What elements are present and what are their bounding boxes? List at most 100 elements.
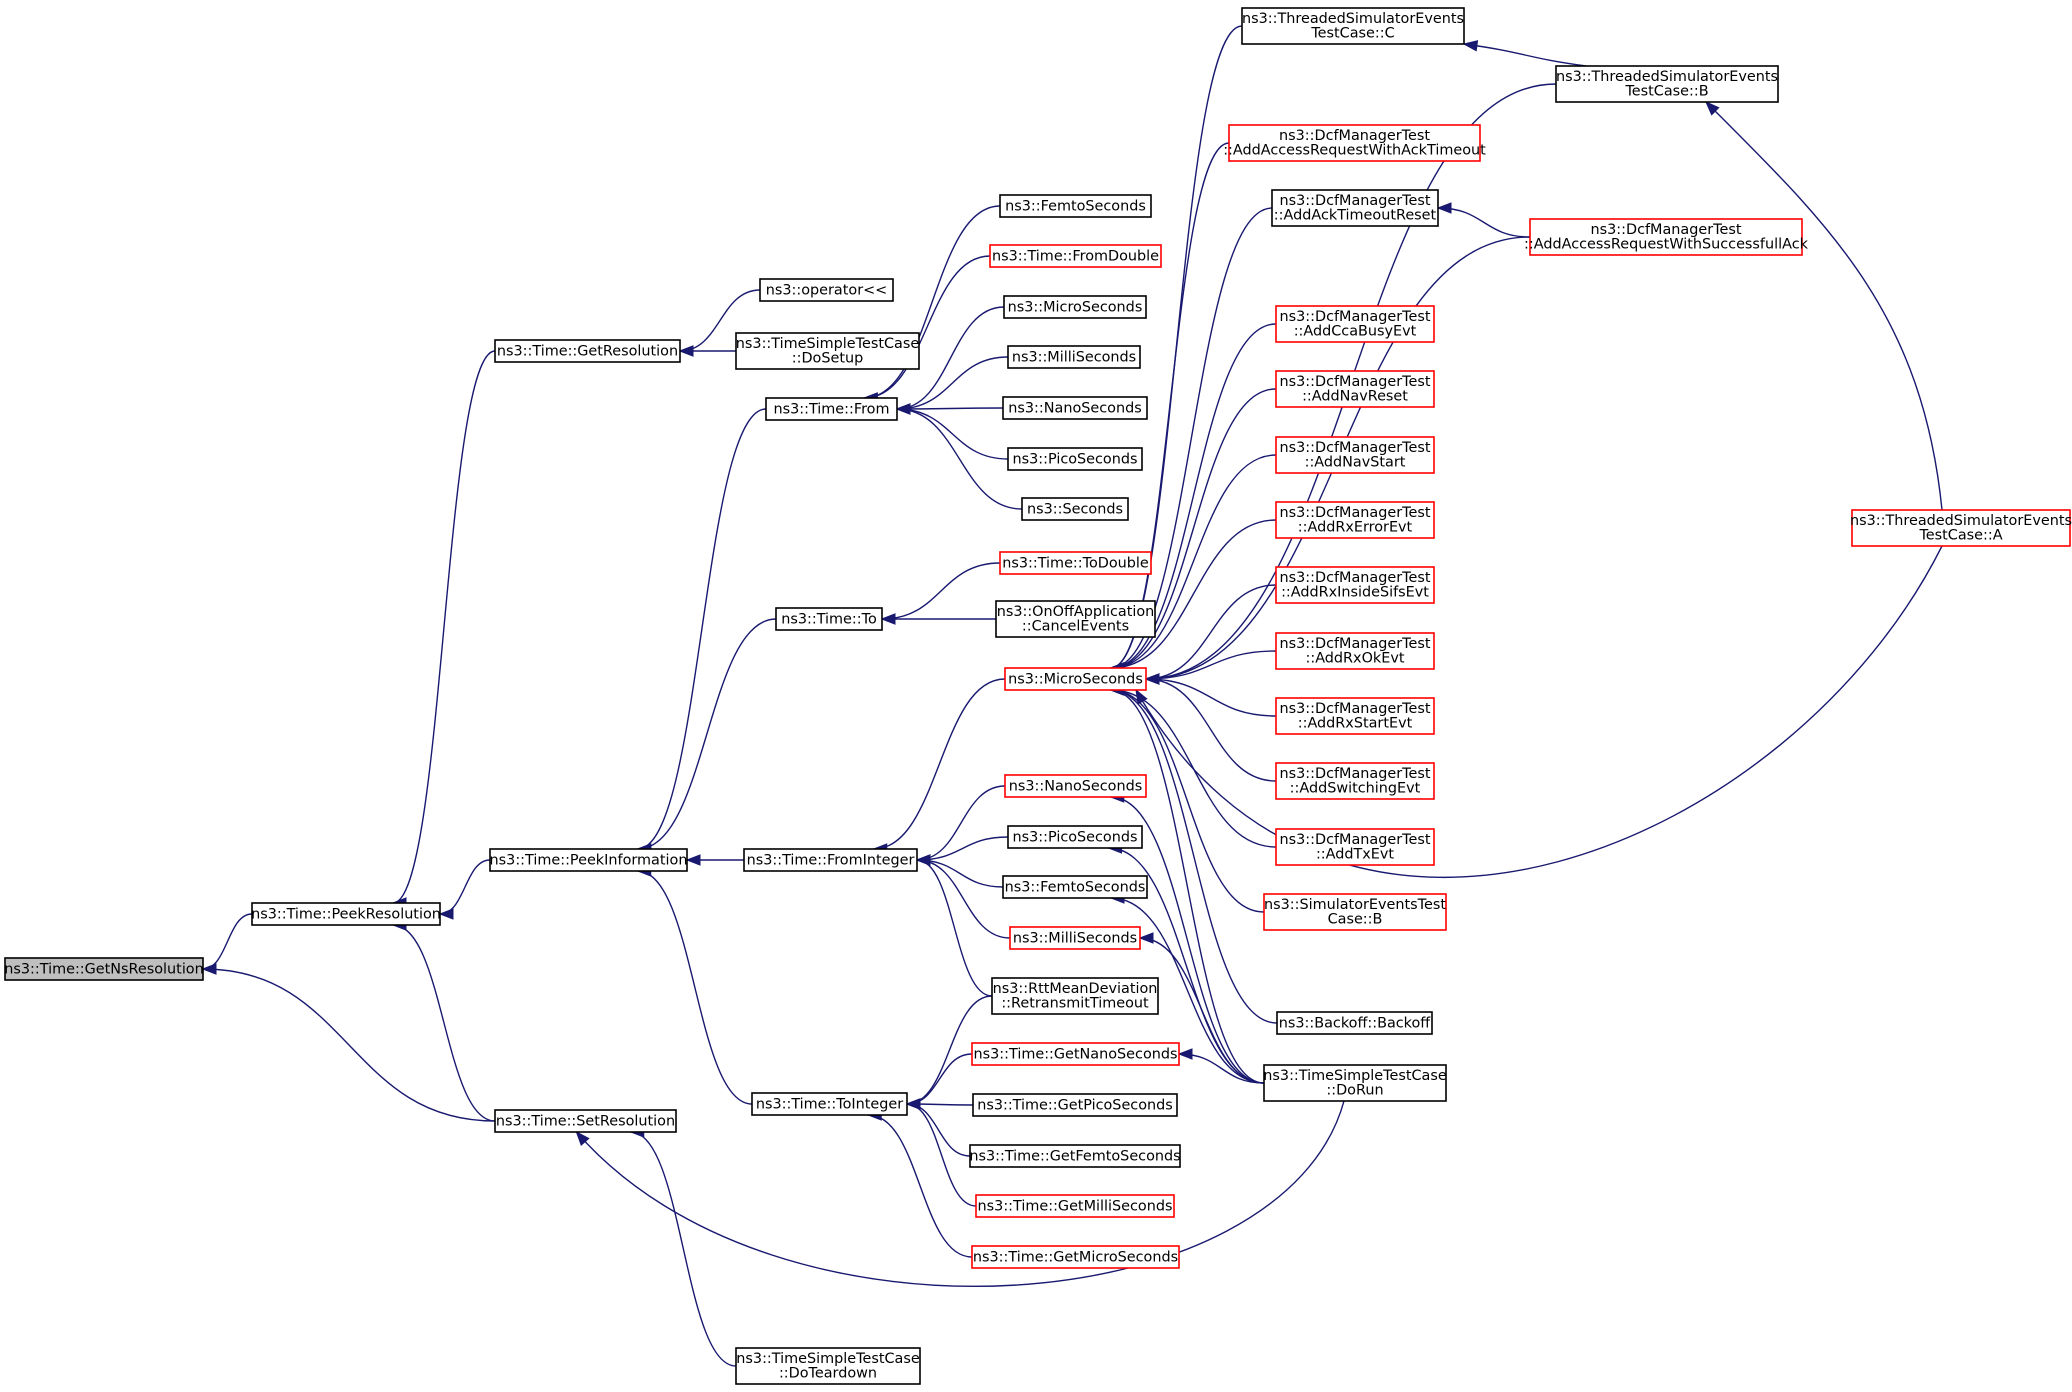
node-navreset[interactable]: ns3::DcfManagerTest::AddNavReset <box>1275 370 1435 408</box>
node-backoff[interactable]: ns3::Backoff::Backoff <box>1276 1011 1433 1035</box>
node-box-nano1[interactable] <box>1002 396 1148 420</box>
node-toint[interactable]: ns3::Time::ToInteger <box>751 1092 908 1116</box>
node-box-navstart[interactable] <box>1275 436 1435 474</box>
node-rxerr[interactable]: ns3::DcfManagerTest::AddRxErrorEvt <box>1275 501 1435 539</box>
node-box-to[interactable] <box>775 607 883 631</box>
node-ccabusy[interactable]: ns3::DcfManagerTest::AddCcaBusyEvt <box>1275 305 1435 343</box>
node-txevt[interactable]: ns3::DcfManagerTest::AddTxEvt <box>1275 828 1435 866</box>
node-box-fromint[interactable] <box>743 848 918 872</box>
node-milli1[interactable]: ns3::MilliSeconds <box>1007 345 1141 369</box>
node-box-tsB[interactable] <box>1555 65 1779 103</box>
node-todouble[interactable]: ns3::Time::ToDouble <box>999 551 1152 575</box>
node-box-dosetup[interactable] <box>735 332 920 370</box>
node-box-femto1[interactable] <box>999 194 1152 218</box>
node-getns[interactable]: ns3::Time::GetNsResolution <box>4 957 204 981</box>
node-box-getnano[interactable] <box>971 1042 1180 1066</box>
node-box-navreset[interactable] <box>1275 370 1435 408</box>
node-succack[interactable]: ns3::DcfManagerTest::AddAccessRequestWit… <box>1524 218 1809 256</box>
node-box-succack[interactable] <box>1529 218 1803 256</box>
node-box-getns[interactable] <box>4 957 204 981</box>
node-box-getres[interactable] <box>494 339 681 363</box>
node-box-from[interactable] <box>765 397 898 421</box>
node-box-rxsifs[interactable] <box>1275 566 1435 604</box>
node-navstart[interactable]: ns3::DcfManagerTest::AddNavStart <box>1275 436 1435 474</box>
node-box-getmicro[interactable] <box>971 1245 1180 1269</box>
node-doteardown[interactable]: ns3::TimeSimpleTestCase::DoTeardown <box>735 1347 921 1385</box>
node-box-getfemto[interactable] <box>969 1144 1181 1168</box>
node-box-femto2[interactable] <box>1002 875 1148 899</box>
node-getres[interactable]: ns3::Time::GetResolution <box>494 339 681 363</box>
node-micro1[interactable]: ns3::MicroSeconds <box>1003 295 1147 319</box>
node-pico1[interactable]: ns3::PicoSeconds <box>1007 447 1143 471</box>
node-box-milli1[interactable] <box>1007 345 1141 369</box>
node-box-ccabusy[interactable] <box>1275 305 1435 343</box>
node-rxstart[interactable]: ns3::DcfManagerTest::AddRxStartEvt <box>1275 697 1435 735</box>
node-from[interactable]: ns3::Time::From <box>765 397 898 421</box>
node-box-setres[interactable] <box>494 1109 677 1133</box>
node-box-txevt[interactable] <box>1275 828 1435 866</box>
node-box-seconds[interactable] <box>1021 497 1129 521</box>
node-box-fromdouble[interactable] <box>989 244 1162 268</box>
node-getnano[interactable]: ns3::Time::GetNanoSeconds <box>971 1042 1180 1066</box>
node-box-backoff[interactable] <box>1276 1011 1433 1035</box>
node-box-milli2[interactable] <box>1009 926 1141 950</box>
node-ackreset[interactable]: ns3::DcfManagerTest::AddAckTimeoutReset <box>1271 189 1439 227</box>
node-box-micro1[interactable] <box>1003 295 1147 319</box>
node-box-doteardown[interactable] <box>735 1347 921 1385</box>
node-box-getmilli[interactable] <box>975 1194 1175 1218</box>
node-box-getpico[interactable] <box>972 1093 1178 1117</box>
node-fromdouble[interactable]: ns3::Time::FromDouble <box>989 244 1162 268</box>
node-milli2[interactable]: ns3::MilliSeconds <box>1009 926 1141 950</box>
node-box-rxok[interactable] <box>1275 632 1435 670</box>
node-box-tsC[interactable] <box>1241 7 1465 45</box>
node-peekres[interactable]: ns3::Time::PeekResolution <box>251 902 441 926</box>
node-rxsifs[interactable]: ns3::DcfManagerTest::AddRxInsideSifsEvt <box>1275 566 1435 604</box>
node-box-rxerr[interactable] <box>1275 501 1435 539</box>
node-box-peekres[interactable] <box>251 902 441 926</box>
node-femto2[interactable]: ns3::FemtoSeconds <box>1002 875 1148 899</box>
node-fromint[interactable]: ns3::Time::FromInteger <box>743 848 918 872</box>
node-box-ackto[interactable] <box>1228 124 1481 162</box>
node-getpico[interactable]: ns3::Time::GetPicoSeconds <box>972 1093 1178 1117</box>
node-box-cancelev[interactable] <box>995 600 1156 638</box>
node-rtt[interactable]: ns3::RttMeanDeviation::RetransmitTimeout <box>991 977 1159 1015</box>
node-nano2[interactable]: ns3::NanoSeconds <box>1004 774 1147 798</box>
node-getmicro[interactable]: ns3::Time::GetMicroSeconds <box>971 1245 1180 1269</box>
node-dorun[interactable]: ns3::TimeSimpleTestCase::DoRun <box>1263 1064 1447 1102</box>
node-cancelev[interactable]: ns3::OnOffApplication::CancelEvents <box>995 600 1156 638</box>
node-switching[interactable]: ns3::DcfManagerTest::AddSwitchingEvt <box>1275 762 1435 800</box>
node-box-pico1[interactable] <box>1007 447 1143 471</box>
node-box-switching[interactable] <box>1275 762 1435 800</box>
node-rxok[interactable]: ns3::DcfManagerTest::AddRxOkEvt <box>1275 632 1435 670</box>
node-box-dorun[interactable] <box>1263 1064 1447 1102</box>
node-seconds[interactable]: ns3::Seconds <box>1021 497 1129 521</box>
node-pico2[interactable]: ns3::PicoSeconds <box>1007 825 1143 849</box>
node-box-micro2[interactable] <box>1004 667 1147 691</box>
node-peekinfo[interactable]: ns3::Time::PeekInformation <box>489 848 688 872</box>
node-box-toint[interactable] <box>751 1092 908 1116</box>
node-box-nano2[interactable] <box>1004 774 1147 798</box>
node-setres[interactable]: ns3::Time::SetResolution <box>494 1109 677 1133</box>
node-box-rtt[interactable] <box>991 977 1159 1015</box>
node-box-todouble[interactable] <box>999 551 1152 575</box>
node-dosetup[interactable]: ns3::TimeSimpleTestCase::DoSetup <box>735 332 920 370</box>
node-box-tsA[interactable] <box>1851 509 2071 547</box>
node-ackto[interactable]: ns3::DcfManagerTest::AddAccessRequestWit… <box>1223 124 1486 162</box>
node-box-oplt[interactable] <box>759 278 894 302</box>
node-nano1[interactable]: ns3::NanoSeconds <box>1002 396 1148 420</box>
node-box-rxstart[interactable] <box>1275 697 1435 735</box>
node-femto1[interactable]: ns3::FemtoSeconds <box>999 194 1152 218</box>
node-oplt[interactable]: ns3::operator<< <box>759 278 894 302</box>
node-micro2[interactable]: ns3::MicroSeconds <box>1004 667 1147 691</box>
node-box-pico2[interactable] <box>1007 825 1143 849</box>
node-getmilli[interactable]: ns3::Time::GetMilliSeconds <box>975 1194 1175 1218</box>
node-getfemto[interactable]: ns3::Time::GetFemtoSeconds <box>969 1144 1181 1168</box>
node-to[interactable]: ns3::Time::To <box>775 607 883 631</box>
node-box-peekinfo[interactable] <box>489 848 688 872</box>
node-box-ackreset[interactable] <box>1271 189 1439 227</box>
node-box-simB[interactable] <box>1263 893 1447 931</box>
